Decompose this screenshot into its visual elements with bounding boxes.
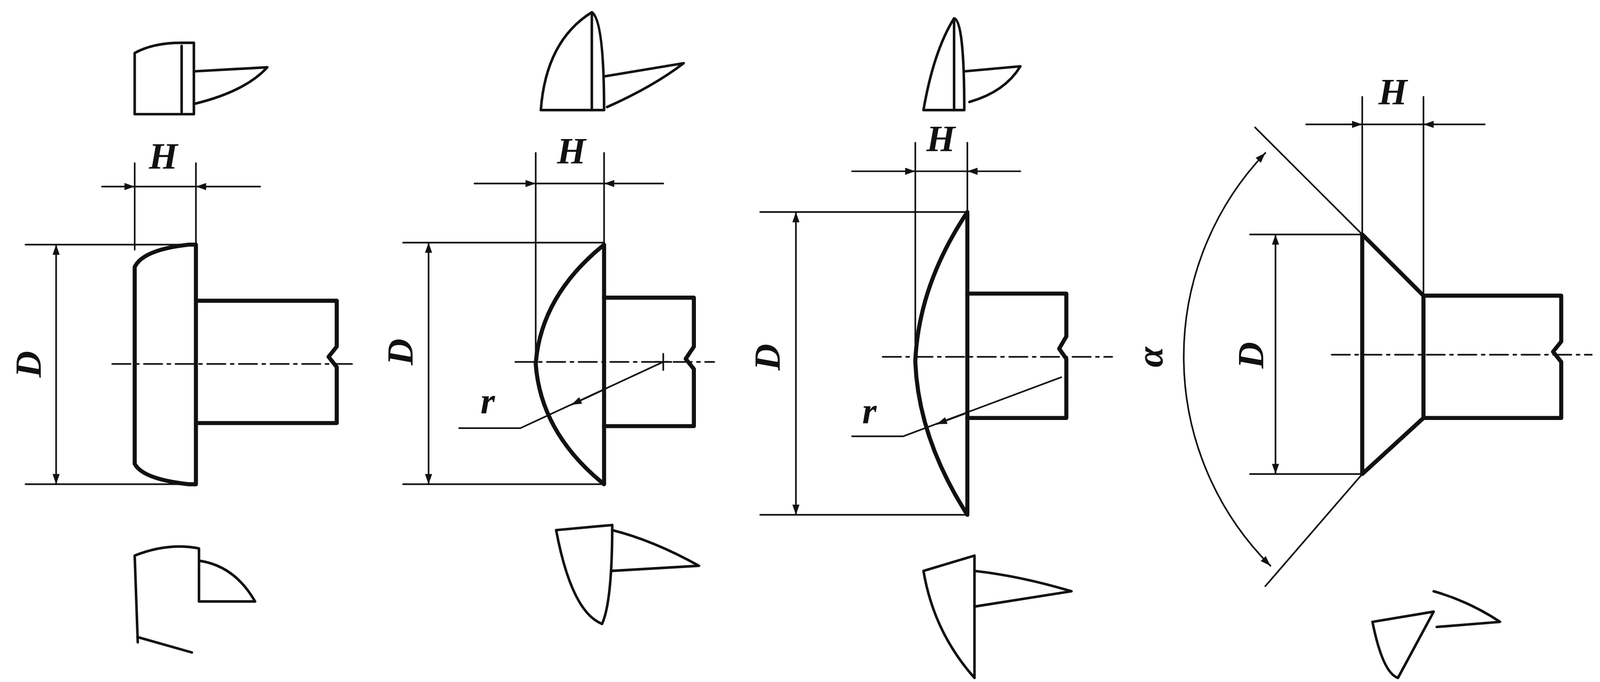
- dimension-height: H: [149, 137, 178, 175]
- sketch: [134, 43, 268, 653]
- dimension-lines: [760, 142, 1113, 516]
- flat-round-head-rivet: [915, 211, 1067, 515]
- sketch: [1372, 591, 1501, 678]
- dimension-diameter: D: [9, 351, 47, 378]
- dimension-lines: [1183, 96, 1592, 587]
- round-head-rivet: [535, 244, 694, 485]
- dimension-height: H: [1378, 73, 1408, 111]
- sketch: [923, 18, 1072, 679]
- dimension-lines: [403, 152, 715, 485]
- dimension-height: H: [926, 120, 956, 158]
- dimension-height: H: [557, 132, 587, 170]
- dimension-radius: r: [480, 382, 495, 420]
- dimension-diameter: D: [1232, 341, 1270, 369]
- dimension-radius: r: [861, 392, 877, 430]
- dimension-angle: α: [1131, 346, 1169, 368]
- dimension-diameter: D: [381, 338, 419, 366]
- sketch: [540, 12, 699, 625]
- dimension-lines: [25, 163, 358, 485]
- dimension-diameter: D: [748, 343, 786, 371]
